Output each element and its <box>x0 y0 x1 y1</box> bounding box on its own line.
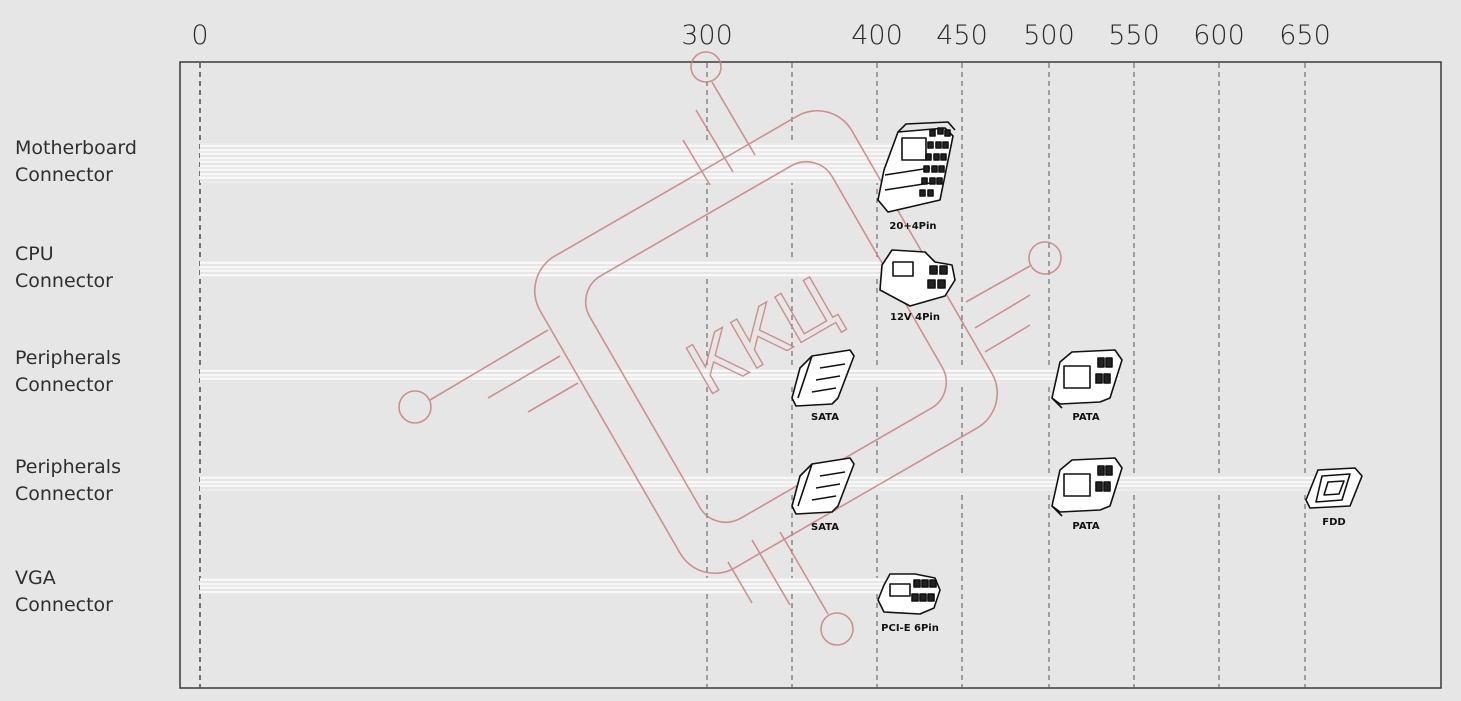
diagram-frame <box>179 61 1442 689</box>
connector-label-cpu: 12V 4Pin <box>890 312 940 323</box>
tick-600: 600 <box>1193 20 1245 51</box>
connector-label-sata-2: SATA <box>811 522 839 533</box>
cable-peripherals-2 <box>200 476 1360 491</box>
cable-peripherals-1 <box>200 369 1120 383</box>
tick-400: 400 <box>851 20 903 51</box>
connector-label-pata-2: PATA <box>1072 521 1099 532</box>
connector-label-pata-1: PATA <box>1072 412 1099 423</box>
cable-cpu <box>200 261 900 277</box>
tick-0: 0 <box>191 20 208 51</box>
sata-connector-icon <box>791 457 855 515</box>
tick-650: 650 <box>1279 20 1331 51</box>
pci-e-6pin-connector-icon <box>877 573 941 615</box>
tick-300: 300 <box>681 20 733 51</box>
connector-label-fdd: FDD <box>1322 517 1345 528</box>
connector-label-vga: PCI-E 6Pin <box>881 623 939 634</box>
tick-550: 550 <box>1108 20 1160 51</box>
sata-connector-icon <box>791 349 855 407</box>
pata-connector-icon <box>1051 349 1123 409</box>
atx-20-4-pin-connector-icon <box>877 121 956 213</box>
connector-label-mb: 20+4Pin <box>889 221 936 232</box>
tick-450: 450 <box>936 20 988 51</box>
tick-500: 500 <box>1023 20 1075 51</box>
fdd-connector-icon <box>1305 467 1363 509</box>
pata-connector-icon <box>1051 457 1123 517</box>
connector-label-sata-1: SATA <box>811 412 839 423</box>
cable-motherboard <box>200 143 905 183</box>
cpu-12v-4pin-connector-icon <box>879 249 956 307</box>
axis-ticks: 0 300 400 450 500 550 600 650 <box>191 20 1330 51</box>
watermark-logo-icon: ККЦ <box>398 51 1062 646</box>
